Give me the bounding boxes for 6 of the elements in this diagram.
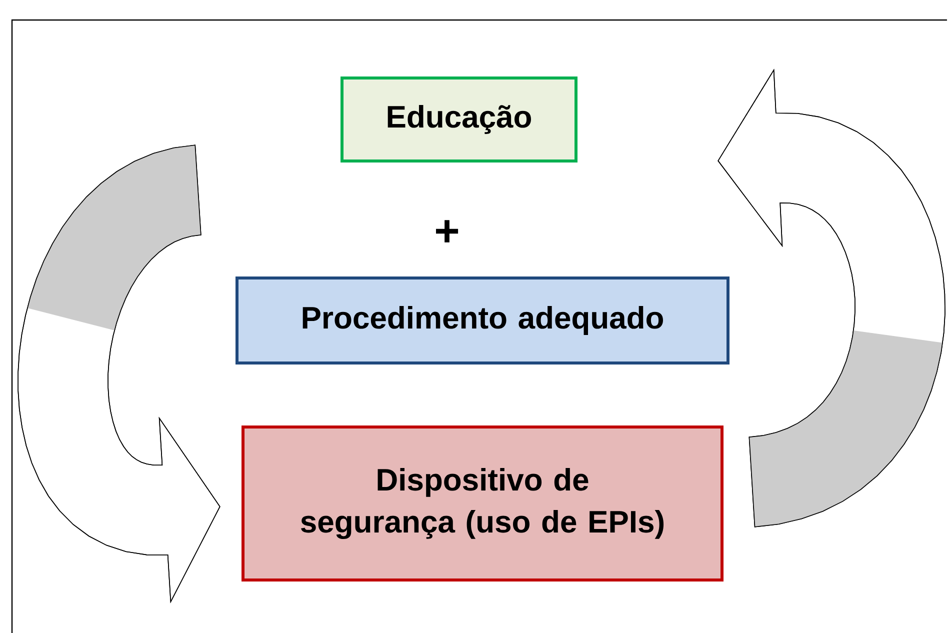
process-box: Procedimento adequado bbox=[236, 276, 730, 364]
curved-arrow bbox=[18, 144, 220, 604]
process-box: Educação bbox=[340, 76, 578, 162]
curved-arrow bbox=[718, 68, 946, 528]
process-box: Dispositivo de segurança (uso de EPIs) bbox=[242, 426, 724, 582]
plus-sign: + bbox=[436, 220, 458, 242]
